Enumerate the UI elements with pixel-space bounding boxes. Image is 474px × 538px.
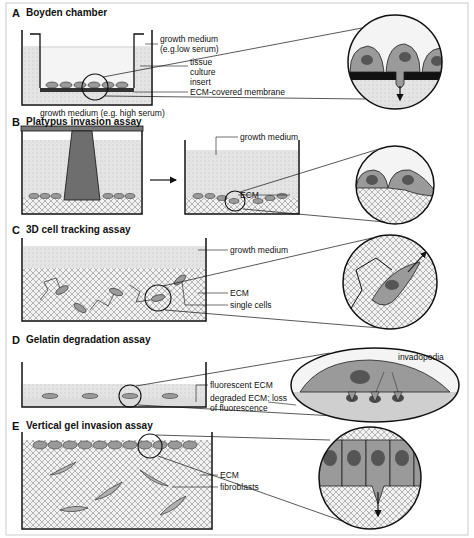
panel-letter: E (12, 420, 19, 432)
invadopodia-label: invadopodia (398, 352, 453, 362)
ecm-label: fluorescent ECM (210, 380, 280, 390)
ecm-label: ECM (240, 190, 280, 200)
degraded-ecm-label: degraded ECM: loss of fluorescence (210, 393, 288, 413)
membrane-label: ECM-covered membrane (190, 87, 300, 97)
panel-title: Boyden chamber (26, 7, 107, 19)
insert-label: tissue culture insert (190, 57, 226, 87)
panel-letter: C (12, 224, 20, 236)
panel-letter: B (12, 116, 20, 128)
medium-label: growth medium (230, 245, 310, 255)
panel-letter: D (12, 334, 20, 346)
panel-title: 3D cell tracking assay (26, 224, 131, 236)
cells-label: single cells (230, 300, 290, 310)
ecm-label: ECM (220, 470, 260, 480)
panel-title: Vertical gel invasion assay (26, 420, 153, 432)
ecm-label: ECM (230, 288, 270, 298)
medium-label: growth medium (e.g.low serum) (160, 34, 232, 54)
panel-title: Gelatin degradation assay (26, 334, 151, 346)
medium-label: growth medium (240, 132, 320, 142)
panel-title: Platypus invasion assay (26, 116, 142, 128)
fibroblast-label: fibroblasts (220, 482, 280, 492)
panel-letter: A (12, 7, 20, 19)
